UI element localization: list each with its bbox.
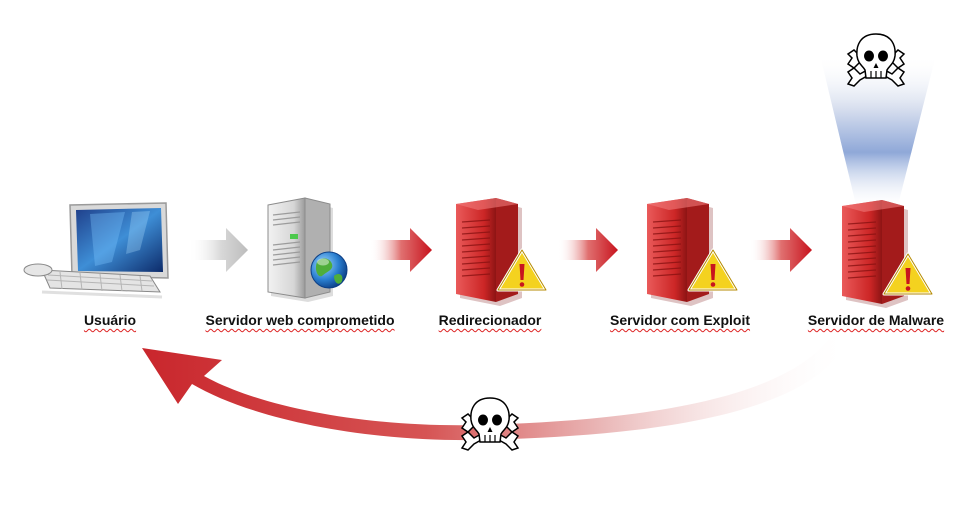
red-server-warning-icon (455, 197, 548, 307)
skull-crossbones-icon (847, 33, 905, 87)
curved-return-arrow (142, 332, 852, 441)
flow-arrow-1 (188, 228, 248, 272)
red-server-warning-icon (646, 197, 739, 307)
node-label-servidor-web: Servidor web comprometido (205, 312, 395, 328)
node-label-redirecionador: Redirecionador (438, 312, 542, 328)
flow-arrow-4 (750, 228, 812, 272)
red-server-warning-icon (841, 199, 934, 309)
web-server-globe-icon (267, 197, 348, 302)
desktop-computer-icon (23, 202, 169, 299)
node-label-malware: Servidor de Malware (807, 312, 945, 328)
flow-arrow-2 (370, 228, 432, 272)
malware-beam (820, 55, 936, 205)
node-label-usuario: Usuário (83, 312, 137, 328)
node-label-exploit: Servidor com Exploit (609, 312, 751, 328)
flow-arrow-3 (558, 228, 618, 272)
skull-crossbones-icon (461, 397, 519, 451)
